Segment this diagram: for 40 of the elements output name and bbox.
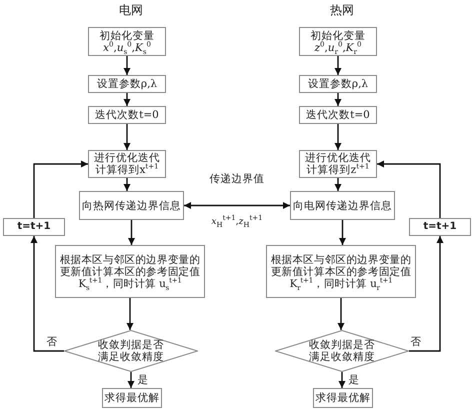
decision-diamond: 收敛判据是否满足收敛精度 xyxy=(64,330,198,372)
edge-label: 是 xyxy=(138,374,148,387)
process-box: t=t+1 xyxy=(3,218,65,236)
arrow xyxy=(33,160,88,218)
result-box: 求得最优解 xyxy=(313,388,373,408)
process-box: t=t+1 xyxy=(409,218,471,236)
arrow xyxy=(334,178,342,191)
arrow xyxy=(124,124,130,150)
edge-label: 传递边界值 xyxy=(210,173,264,186)
arrow xyxy=(334,124,342,150)
arrow xyxy=(338,298,344,330)
process-box: 向热网传递边界信息 xyxy=(79,191,184,220)
arrow xyxy=(339,220,346,245)
process-box: 向电网传递边界信息 xyxy=(290,191,395,220)
edge-label: 否 xyxy=(46,336,58,349)
decision-diamond: 收敛判据是否满足收敛精度 xyxy=(275,330,409,372)
heading: 电网 xyxy=(119,4,143,17)
arrow xyxy=(184,202,290,209)
heading: 热网 xyxy=(330,4,354,17)
process-box: 设置参数ρ,λ xyxy=(299,75,377,93)
process-box: 进行优化迭代计算得到x$^{t+1}$ xyxy=(88,150,166,178)
arrow xyxy=(334,93,342,106)
edge-label: 是 xyxy=(348,374,360,387)
arrow xyxy=(338,372,346,388)
arrow xyxy=(409,236,444,352)
arrow xyxy=(128,220,135,245)
arrow xyxy=(128,372,134,388)
process-box: 迭代次数t=0 xyxy=(299,106,377,124)
arrow xyxy=(124,56,130,75)
process-box: 迭代次数t=0 xyxy=(88,106,166,124)
process-box: 进行优化迭代计算得到z$^{t+1}$ xyxy=(299,150,377,178)
arrow xyxy=(334,56,342,75)
edge-label: 否 xyxy=(410,336,422,349)
arrow xyxy=(30,236,64,352)
process-box: 设置参数ρ,λ xyxy=(88,75,166,93)
arrow xyxy=(377,160,441,218)
arrow xyxy=(124,93,130,106)
arrow xyxy=(126,298,134,330)
arrow xyxy=(124,178,130,191)
result-box: 求得最优解 xyxy=(102,388,162,408)
